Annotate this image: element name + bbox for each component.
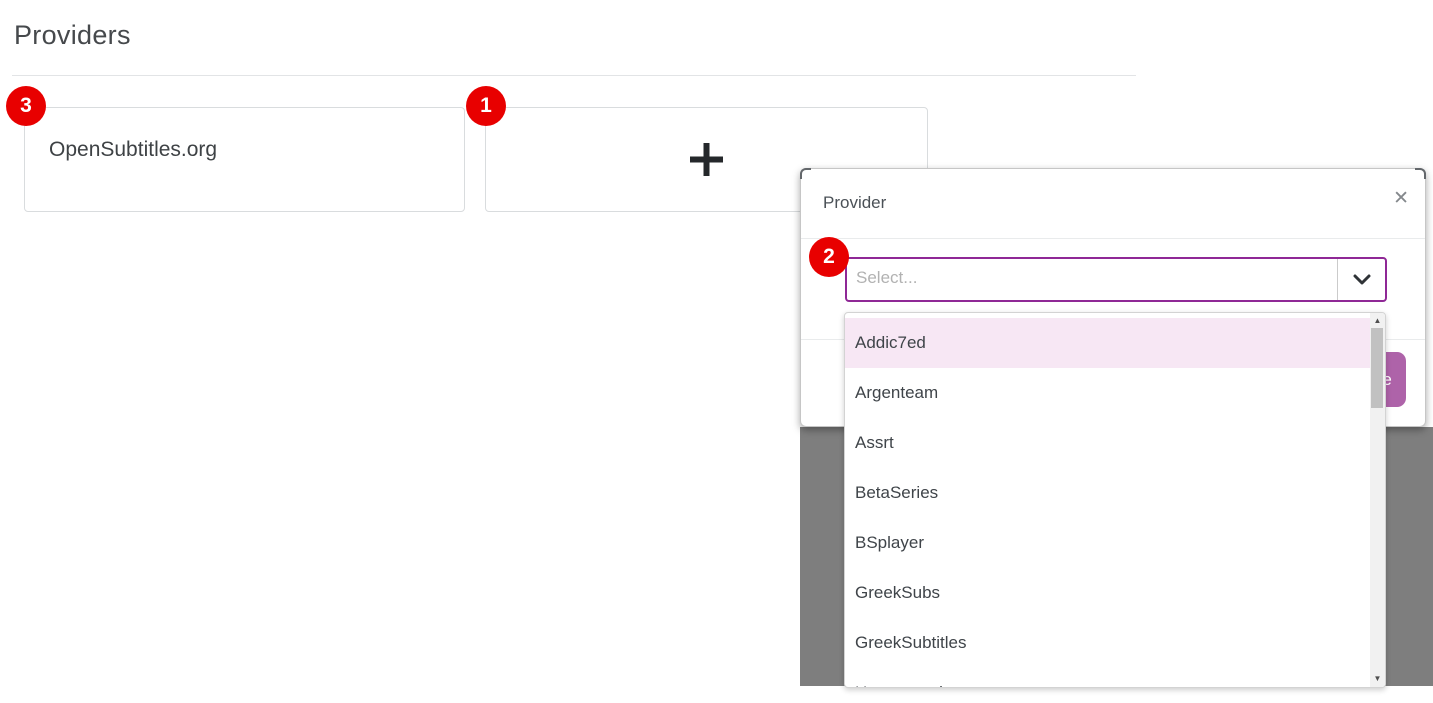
dropdown-option[interactable]: Hosszupuska bbox=[845, 668, 1372, 687]
scroll-up-icon[interactable]: ▲ bbox=[1373, 316, 1382, 325]
dropdown-option[interactable]: BSplayer bbox=[855, 533, 924, 552]
scrollbar-thumb[interactable] bbox=[1371, 328, 1383, 408]
annotation-badge-3: 3 bbox=[6, 86, 46, 126]
annotation-badge-1: 1 bbox=[466, 86, 506, 126]
select-indicator[interactable] bbox=[1337, 259, 1385, 300]
provider-dropdown-menu: Addic7ed Argenteam Assrt BetaSeries BSpl… bbox=[844, 312, 1386, 688]
dropdown-option[interactable]: BetaSeries bbox=[855, 483, 939, 502]
dropdown-option[interactable]: GreekSubs bbox=[855, 583, 941, 602]
dropdown-option[interactable]: GreekSubtitles bbox=[855, 633, 967, 652]
scroll-down-icon[interactable]: ▼ bbox=[1373, 674, 1382, 683]
select-placeholder: Select... bbox=[856, 268, 918, 287]
dropdown-scrollbar[interactable]: ▲ ▼ bbox=[1370, 313, 1385, 687]
page-title: Providers bbox=[14, 20, 131, 50]
chevron-down-icon bbox=[1353, 274, 1371, 285]
opensubtitles-provider-card[interactable]: OpenSubtitles.org bbox=[24, 107, 465, 212]
dropdown-option[interactable]: Addic7ed bbox=[845, 318, 1372, 368]
heading-divider bbox=[12, 75, 1136, 76]
plus-icon bbox=[690, 143, 723, 176]
modal-border-accent bbox=[800, 168, 811, 179]
close-icon[interactable]: ✕ bbox=[1393, 188, 1409, 209]
modal-border-accent bbox=[1415, 168, 1426, 179]
provider-card-label: OpenSubtitles.org bbox=[49, 138, 218, 161]
provider-select[interactable]: Select... bbox=[845, 257, 1387, 302]
dropdown-option[interactable]: Assrt bbox=[855, 433, 894, 452]
dropdown-option[interactable]: Argenteam bbox=[855, 383, 939, 402]
modal-header-divider bbox=[801, 238, 1425, 239]
annotation-badge-2: 2 bbox=[809, 237, 849, 277]
modal-title: Provider bbox=[823, 193, 887, 212]
